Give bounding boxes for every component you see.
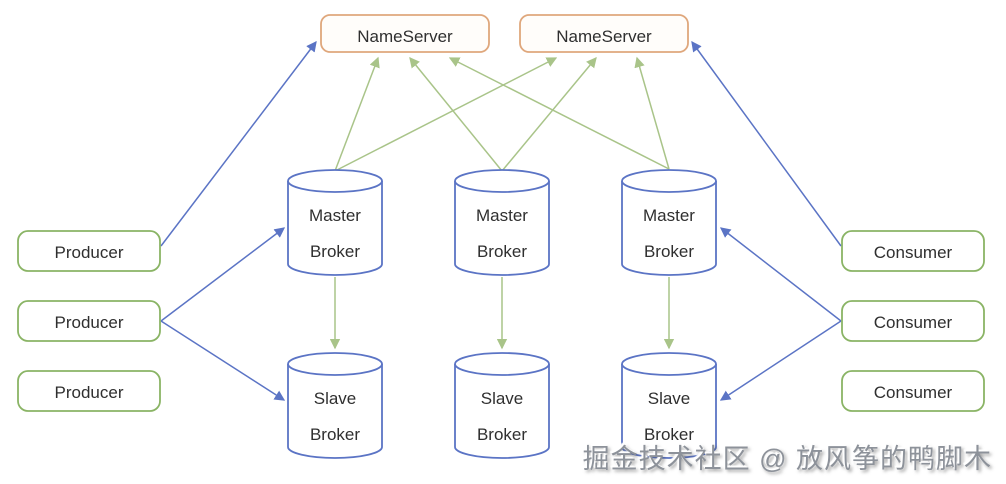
master-broker-3-top — [621, 169, 717, 193]
slave-broker-1-body — [287, 364, 383, 459]
watermark-text: 掘金技术社区 @ 放风筝的鸭脚木 — [582, 444, 992, 474]
slave-broker-2-body — [454, 364, 550, 459]
nameserver-2-label: NameServer — [556, 27, 652, 46]
master-broker-2-line2: Broker — [477, 242, 527, 261]
master-broker-3-line2: Broker — [644, 242, 694, 261]
producer-3: Producer — [17, 370, 161, 412]
producer-1-box — [17, 230, 161, 272]
nameserver-1: NameServer — [320, 14, 490, 53]
arrow-producer2-to-master1 — [160, 227, 286, 322]
slave-broker-1-top — [287, 352, 383, 376]
master-broker-3: Master Broker — [621, 169, 717, 276]
nameserver-1-label: NameServer — [357, 27, 453, 46]
master-broker-1-top — [287, 169, 383, 193]
consumer-3-box — [841, 370, 985, 412]
arrow-producer2-to-slave1 — [160, 320, 286, 401]
slave-broker-2-line1: Slave — [481, 389, 524, 408]
producer-3-box — [17, 370, 161, 412]
broker-to-nameserver-arrows — [334, 56, 670, 172]
slave-broker-1-line2: Broker — [310, 425, 360, 444]
consumer-3-label: Consumer — [874, 383, 953, 402]
slave-broker-2-top — [454, 352, 550, 376]
producer-1: Producer — [17, 230, 161, 272]
producer-2-label: Producer — [55, 313, 124, 332]
master-broker-2-body — [454, 181, 550, 276]
master-broker-2-top — [454, 169, 550, 193]
arrow-master2-to-nameserver2 — [501, 56, 597, 172]
consumer-2-box — [841, 300, 985, 342]
producer-3-label: Producer — [55, 383, 124, 402]
producer-consumer-arrows — [160, 40, 842, 401]
master-broker-2-line1: Master — [476, 206, 528, 225]
master-broker-2: Master Broker — [454, 169, 550, 276]
master-broker-3-line1: Master — [643, 206, 695, 225]
consumer-1: Consumer — [841, 230, 985, 272]
slave-broker-1-line1: Slave — [314, 389, 357, 408]
arrow-producer1-to-nameserver1 — [160, 40, 317, 247]
arrow-master1-to-nameserver1 — [334, 56, 380, 172]
slave-broker-2-line2: Broker — [477, 425, 527, 444]
master-to-slave-arrows — [329, 277, 675, 350]
consumer-2: Consumer — [841, 300, 985, 342]
consumer-1-box — [841, 230, 985, 272]
producer-2-box — [17, 300, 161, 342]
slave-broker-3-top — [621, 352, 717, 376]
arrow-consumer2-to-master3 — [719, 227, 842, 322]
master-broker-1-body — [287, 181, 383, 276]
slave-broker-3-line1: Slave — [648, 389, 691, 408]
master-broker-1-line2: Broker — [310, 242, 360, 261]
slave-broker-2: Slave Broker — [454, 352, 550, 459]
slave-broker-3: Slave Broker — [621, 352, 717, 459]
arrow-consumer1-to-nameserver2 — [691, 40, 842, 247]
nameserver-2-box — [519, 14, 689, 53]
arrow-master2-to-nameserver1 — [409, 56, 503, 172]
master-broker-3-body — [621, 181, 717, 276]
slave-broker-3-body — [621, 364, 717, 459]
slave-broker-1: Slave Broker — [287, 352, 383, 459]
master-broker-1: Master Broker — [287, 169, 383, 276]
slave-broker-3-line2: Broker — [644, 425, 694, 444]
nameserver-2: NameServer — [519, 14, 689, 53]
producer-1-label: Producer — [55, 243, 124, 262]
consumer-2-label: Consumer — [874, 313, 953, 332]
consumer-1-label: Consumer — [874, 243, 953, 262]
consumer-3: Consumer — [841, 370, 985, 412]
arrow-consumer2-to-slave3 — [719, 320, 842, 401]
producer-2: Producer — [17, 300, 161, 342]
master-broker-1-line1: Master — [309, 206, 361, 225]
arrow-master1-to-nameserver2 — [334, 57, 558, 172]
arrow-master3-to-nameserver1 — [448, 57, 670, 170]
arrow-master3-to-nameserver2 — [634, 56, 670, 170]
nameserver-1-box — [320, 14, 490, 53]
